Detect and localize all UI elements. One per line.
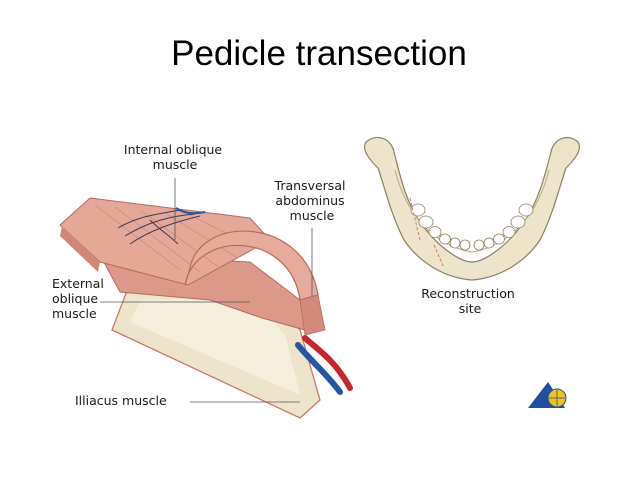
pedicle-artery xyxy=(302,335,353,391)
label-reconstruction-site: Reconstruction site xyxy=(421,286,519,316)
label-illiacus: Illiacus muscle xyxy=(75,393,167,408)
label-transversal-abdominus: Transversal abdominus muscle xyxy=(274,178,350,223)
publisher-logo-icon xyxy=(528,382,567,408)
slide-title: Pedicle transection xyxy=(171,34,467,73)
mandible-bone xyxy=(364,137,580,281)
pedicle-illustration xyxy=(59,178,353,419)
mandible-illustration xyxy=(364,137,580,281)
teeth xyxy=(410,203,534,251)
label-internal-oblique: Internal oblique muscle xyxy=(124,142,226,172)
label-external-oblique: External oblique muscle xyxy=(52,276,108,321)
pedicle-vein xyxy=(295,342,343,395)
